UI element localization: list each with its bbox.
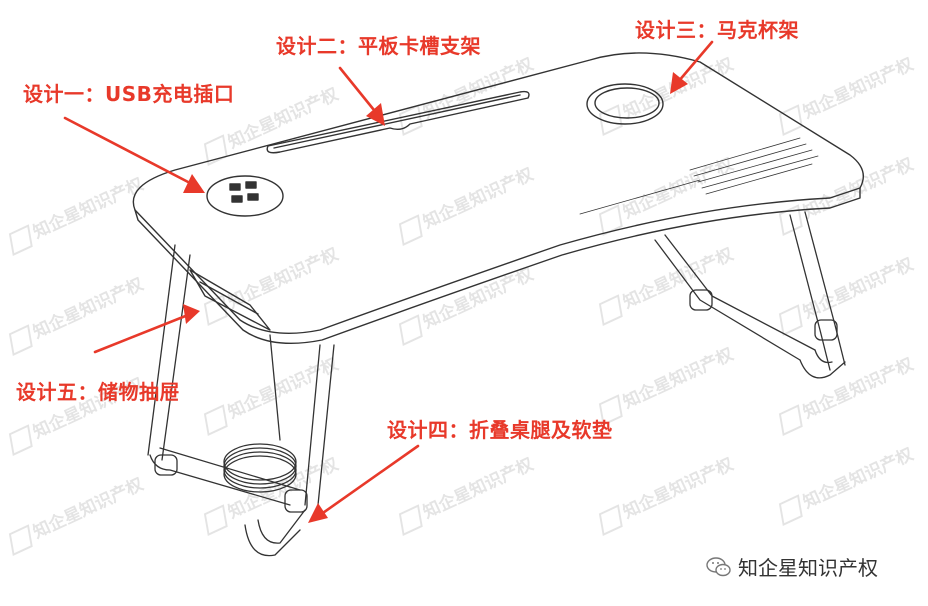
label-folding-legs-and-pads: 设计四：折叠桌腿及软垫 xyxy=(387,418,613,442)
table-top xyxy=(132,52,864,344)
cup-holder xyxy=(586,83,664,125)
label-storage-drawer: 设计五：储物抽屉 xyxy=(16,380,180,404)
storage-drawer xyxy=(189,269,271,331)
usb-hub xyxy=(206,175,284,217)
tablet-slot xyxy=(266,90,530,154)
brand-footer: 知企星知识产权 xyxy=(706,552,878,581)
label-usb-charging-port: 设计一：USB充电插口 xyxy=(23,82,235,106)
brand-name: 知企星知识产权 xyxy=(738,556,878,580)
annotation-arrows xyxy=(63,40,714,523)
label-mug-holder: 设计三：马克杯架 xyxy=(635,18,799,42)
folding-legs-left xyxy=(147,244,335,557)
folding-legs-right xyxy=(654,211,846,379)
wechat-icon xyxy=(706,556,731,576)
label-tablet-slot-stand: 设计二：平板卡槽支架 xyxy=(276,34,481,58)
